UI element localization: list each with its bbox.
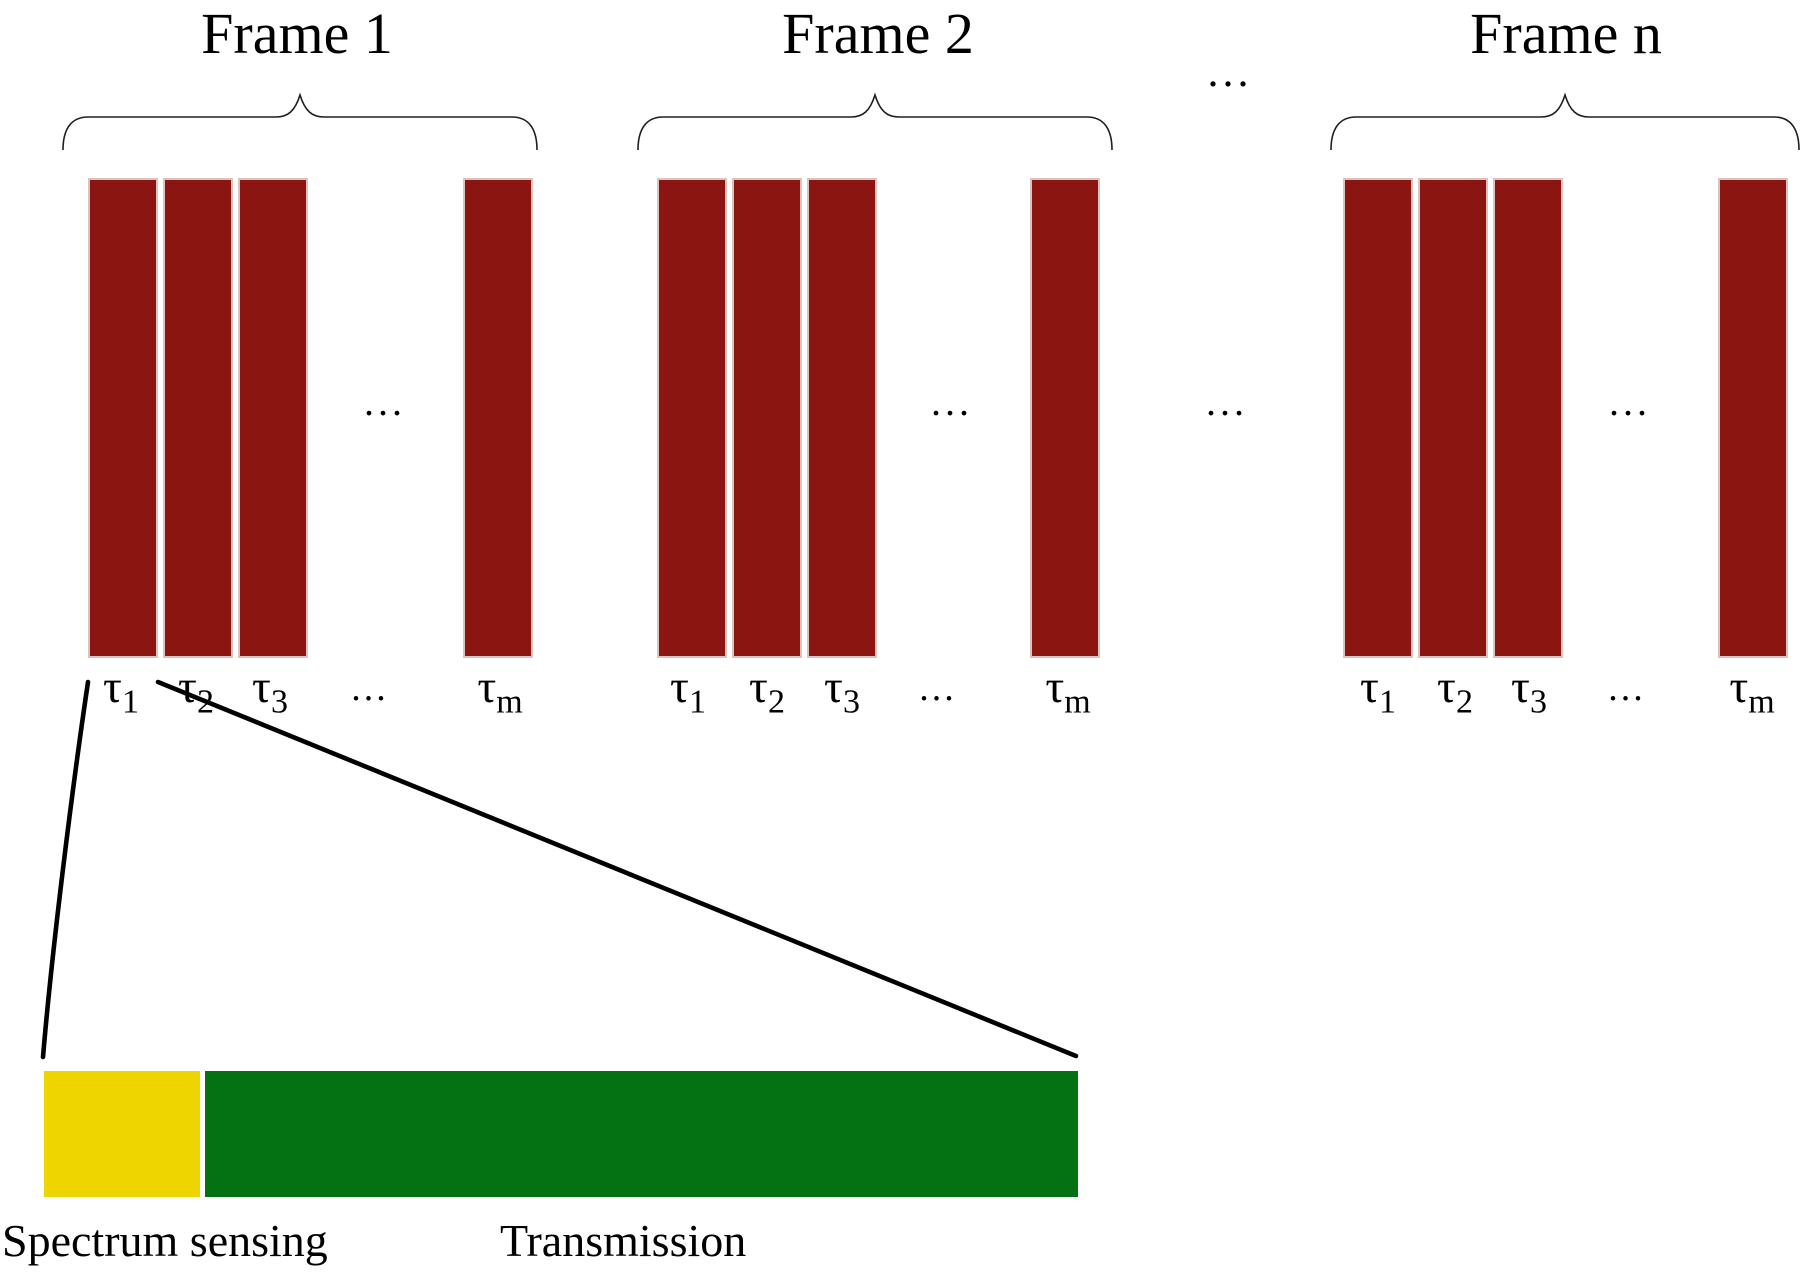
frame-1-title: Frame 1 <box>201 1 393 66</box>
frame-1-mid-ellipsis: ... <box>364 379 406 424</box>
frame-n-slot-label-tau1: τ1 <box>1360 661 1396 721</box>
frame-n-slot-bar-3 <box>1493 178 1563 658</box>
frame-1-slot-bar-2 <box>163 178 233 658</box>
frame-1-slot-bar-1 <box>88 178 158 658</box>
frame-n-brace <box>1330 92 1800 151</box>
zoom-connector-left-line <box>40 679 91 1060</box>
frame-2-slot-bar-2 <box>732 178 802 658</box>
frame-2-slot-bar-m <box>1030 178 1100 658</box>
frame-n-slot-bar-m <box>1718 178 1788 658</box>
frame-n-slot-label-ellipsis: ... <box>1608 667 1646 709</box>
frame-1-slot-label-tau1: τ1 <box>103 661 139 721</box>
frame-n-slot-bar-2 <box>1418 178 1488 658</box>
frame-2-title: Frame 2 <box>782 1 974 66</box>
between-frames-top-ellipsis: ... <box>1207 47 1253 96</box>
frame-1-slot-label-taum: τm <box>477 661 523 721</box>
frame-2-slot-label-tau3: τ3 <box>824 661 860 721</box>
spectrum-sensing-box <box>44 1071 200 1197</box>
frame-1-brace <box>62 92 538 151</box>
transmission-label: Transmission <box>500 1215 747 1266</box>
frame-n-slot-bar-1 <box>1343 178 1413 658</box>
frame-n-slot-label-tau2: τ2 <box>1437 661 1473 721</box>
between-frames-mid-ellipsis: ... <box>1206 379 1248 424</box>
frame-2-slot-label-tau2: τ2 <box>749 661 785 721</box>
frame-2-slot-label-tau1: τ1 <box>670 661 706 721</box>
frame-2-slot-label-ellipsis: ... <box>919 667 957 709</box>
frame-1-slot-bar-3 <box>238 178 308 658</box>
frame-1-slot-label-tau2: τ2 <box>178 661 214 721</box>
frame-2-slot-bar-3 <box>807 178 877 658</box>
spectrum-sensing-label: Spectrum sensing <box>2 1215 328 1266</box>
frame-n-slot-label-tau3: τ3 <box>1511 661 1547 721</box>
frame-2-slot-bar-1 <box>657 178 727 658</box>
frame-2-slot-label-taum: τm <box>1045 661 1091 721</box>
frame-1-slot-bar-m <box>463 178 533 658</box>
frame-2-mid-ellipsis: ... <box>931 379 973 424</box>
frame-n-slot-label-taum: τm <box>1729 661 1775 721</box>
transmission-box <box>205 1071 1078 1197</box>
zoom-connector-right-line <box>155 679 1079 1059</box>
frame-1-slot-label-ellipsis: ... <box>351 667 389 709</box>
frame-2-brace <box>637 92 1113 151</box>
frame-1-slot-label-tau3: τ3 <box>252 661 288 721</box>
frame-n-title: Frame n <box>1470 1 1662 66</box>
frame-n-mid-ellipsis: ... <box>1609 379 1651 424</box>
